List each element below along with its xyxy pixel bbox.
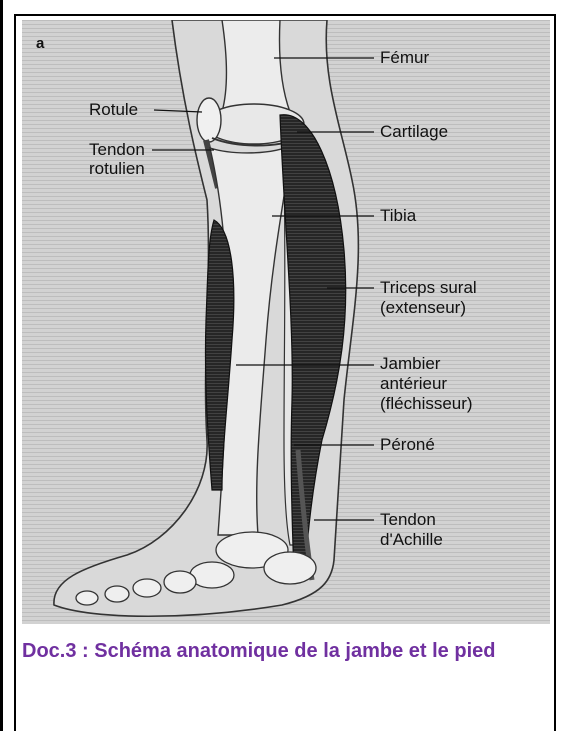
label-tendon-rotulien-line2: rotulien — [89, 159, 145, 179]
label-rotule: Rotule — [89, 100, 138, 120]
label-achille-line1: Tendon — [380, 510, 436, 530]
label-jambier-line3: (fléchisseur) — [380, 394, 473, 414]
label-jambier-line1: Jambier — [380, 354, 440, 374]
anatomy-figure: a Fémur Rotule Tendon rotulien Cartilage… — [22, 20, 550, 624]
femur-bone — [222, 20, 290, 118]
label-achille-line2: d'Achille — [380, 530, 443, 550]
label-jambier-line2: antérieur — [380, 374, 447, 394]
label-cartilage: Cartilage — [380, 122, 448, 142]
label-triceps-line2: (extenseur) — [380, 298, 466, 318]
label-triceps-line1: Triceps sural — [380, 278, 477, 298]
label-femur: Fémur — [380, 48, 429, 68]
left-margin-rule — [0, 0, 3, 731]
document-caption: Doc.3 : Schéma anatomique de la jambe et… — [22, 637, 542, 666]
label-tendon-rotulien-line1: Tendon — [89, 140, 145, 160]
figure-letter: a — [36, 34, 44, 54]
label-tibia: Tibia — [380, 206, 416, 226]
label-perone: Péroné — [380, 435, 435, 455]
rotule-bone — [197, 98, 221, 142]
